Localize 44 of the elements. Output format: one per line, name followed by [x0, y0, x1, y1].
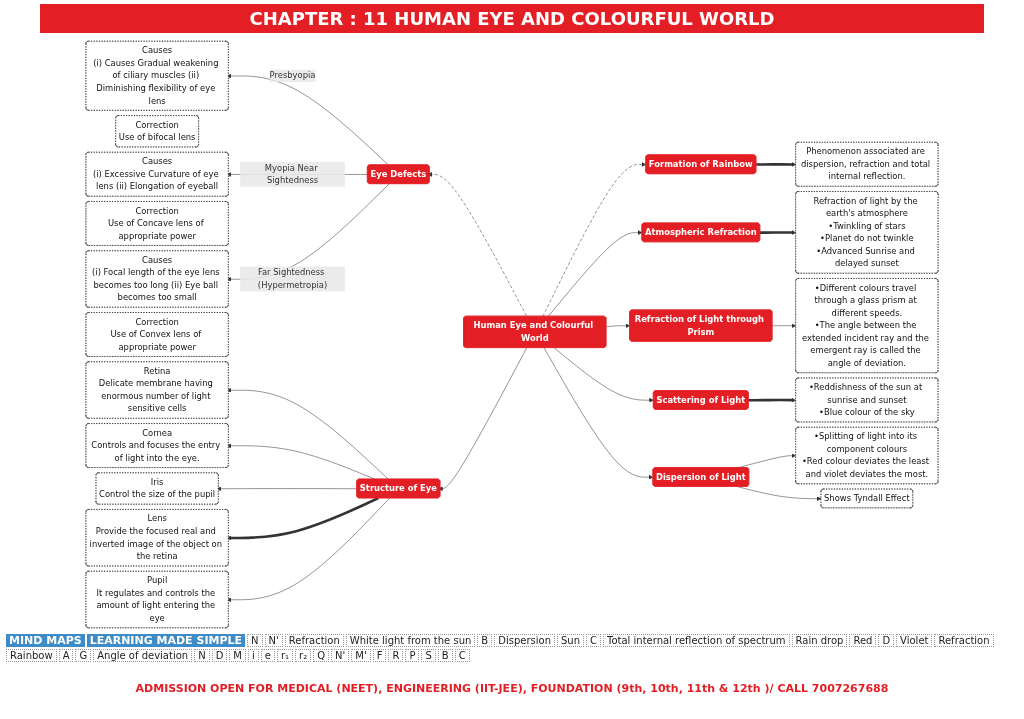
diagram-label: i: [248, 649, 259, 662]
diagram-label: C: [454, 649, 470, 662]
diagram-label: White light from the sun: [345, 634, 476, 647]
diagram-label: e: [260, 649, 275, 662]
diagram-label: A: [58, 649, 74, 662]
diagram-label: S: [421, 649, 436, 662]
edge-label: Presbyopia: [269, 70, 316, 81]
diagram-label: Refraction: [934, 634, 994, 647]
edge-label: Far Sightedness (Hypermetropia): [257, 267, 328, 290]
diagram-label: N: [247, 634, 263, 647]
diagram-label: N: [194, 649, 210, 662]
diagram-label: D: [878, 634, 895, 647]
diagram-label: B: [477, 634, 493, 647]
title-banner: CHAPTER : 11 HUMAN EYE AND COLOURFUL WORLD: [40, 4, 984, 33]
badge-text: LEARNING MADE SIMPLE: [86, 634, 245, 647]
diagram-label: r₁: [276, 649, 294, 662]
footer-note: ADMISSION OPEN FOR MEDICAL (NEET), ENGINEERING (IIT-JEE), FOUNDATION (9th, 10th, 11th & 12th )/ CALL 7007267688: [134, 682, 890, 695]
diagram-label: D: [211, 649, 228, 662]
diagram-label: Red: [849, 634, 877, 647]
diagram-label: r₂: [295, 649, 312, 662]
diagram-label: Violet: [896, 634, 933, 647]
diagram-label: N': [264, 634, 283, 647]
arrow: [748, 397, 797, 403]
diagram-label: Refraction: [284, 634, 344, 647]
diagram-label: F: [372, 649, 387, 662]
arrow: [756, 162, 797, 167]
diagram-label: Total internal reflection of spectrum: [603, 634, 790, 647]
diagram-label: Rain drop: [791, 634, 848, 647]
diagram-label: N': [331, 649, 350, 662]
diagram-label: P: [405, 649, 420, 662]
diagram-label: Angle of deviation: [93, 649, 193, 662]
diagram-label: C: [586, 634, 601, 647]
badge-text: MIND MAPS: [6, 634, 85, 647]
diagram-label: Q: [313, 649, 330, 662]
diagram-label: B: [437, 649, 453, 662]
diagram-label: R: [388, 649, 404, 662]
diagram-label: Dispersion: [494, 634, 555, 647]
diagram-label: G: [75, 649, 92, 662]
diagram-label: Rainbow: [6, 649, 57, 662]
arrow: [760, 230, 797, 235]
edge-label: Myopia Near Sightedness: [264, 162, 319, 186]
diagram-label: M': [351, 649, 371, 662]
diagram-label: M: [229, 649, 246, 662]
diagram-label: Sun: [556, 634, 584, 647]
